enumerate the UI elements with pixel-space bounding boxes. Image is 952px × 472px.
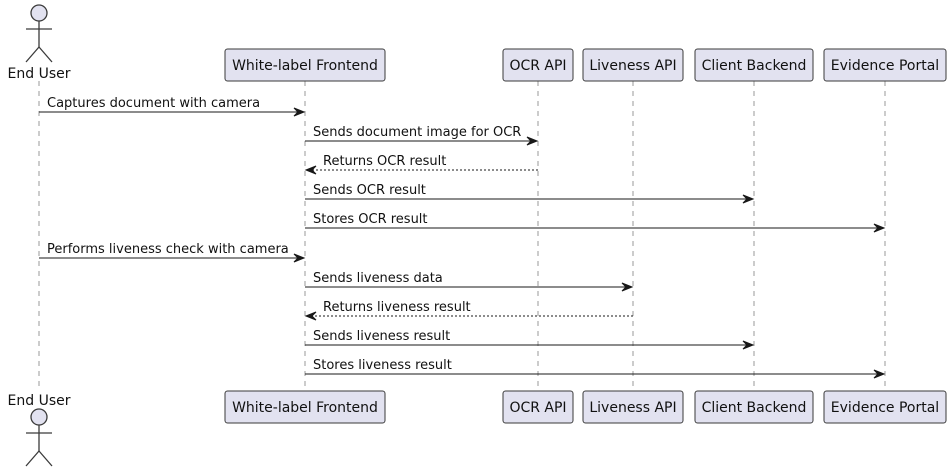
participant-box-white-label-frontend-top: White-label Frontend: [224, 48, 386, 82]
message-4: Sends OCR result: [305, 183, 755, 204]
message-8: Returns liveness result: [304, 300, 633, 321]
actor-leg-right: [38, 450, 53, 467]
participant-box-bg: [694, 390, 814, 424]
participant-label: OCR API: [509, 58, 566, 74]
actor-leg-left: [25, 46, 40, 63]
participant-box-bg: [224, 48, 386, 82]
participant-box-evidence-portal-top: Evidence Portal: [823, 48, 947, 82]
participant-box-bg: [502, 390, 574, 424]
message-5: Stores OCR result: [305, 212, 886, 233]
actor-icon-top: [25, 4, 53, 63]
arrow-head: [873, 369, 886, 379]
participant-label: OCR API: [509, 400, 566, 416]
actor-label-top: End User: [8, 66, 71, 82]
participant-box-white-label-frontend-bottom: White-label Frontend: [224, 390, 386, 424]
participant-box-liveness-api-top: Liveness API: [582, 48, 684, 82]
message-label: Returns OCR result: [323, 154, 446, 169]
arrow-head: [873, 223, 886, 233]
participant-box-bg: [823, 390, 947, 424]
participant-box-bg: [582, 48, 684, 82]
participant-label: White-label Frontend: [232, 58, 378, 74]
arrow-head: [526, 136, 539, 146]
message-label: Captures document with camera: [47, 96, 260, 111]
arrow-head: [621, 282, 634, 292]
actor-icon-bottom: [25, 408, 53, 467]
arrow-head: [293, 253, 306, 263]
message-9: Sends liveness result: [305, 329, 755, 350]
participant-label: White-label Frontend: [232, 400, 378, 416]
arrow-head: [293, 107, 306, 117]
participant-box-bg: [694, 48, 814, 82]
participant-box-bg: [582, 390, 684, 424]
participant-box-client-backend-bottom: Client Backend: [694, 390, 814, 424]
message-label: Stores OCR result: [313, 212, 428, 227]
message-label: Returns liveness result: [323, 300, 471, 315]
participant-label: Liveness API: [589, 400, 676, 416]
arrow-head: [304, 311, 317, 321]
participant-label: Client Backend: [702, 58, 807, 74]
arrow-head: [304, 165, 317, 175]
participant-box-ocr-api-top: OCR API: [502, 48, 574, 82]
message-label: Sends liveness result: [313, 329, 450, 344]
actor-head: [30, 4, 48, 22]
participant-box-liveness-api-bottom: Liveness API: [582, 390, 684, 424]
message-3: Returns OCR result: [304, 154, 538, 175]
message-7: Sends liveness data: [305, 271, 634, 292]
message-10: Stores liveness result: [305, 358, 886, 379]
participant-label: Client Backend: [702, 400, 807, 416]
participant-box-bg: [502, 48, 574, 82]
actor-leg-left: [25, 450, 40, 467]
participant-label: Evidence Portal: [831, 400, 939, 416]
arrow-head: [742, 340, 755, 350]
participant-label: Evidence Portal: [831, 58, 939, 74]
actor-label-bottom: End User: [8, 393, 71, 409]
participant-box-client-backend-top: Client Backend: [694, 48, 814, 82]
message-label: Stores liveness result: [313, 358, 452, 373]
participant-box-ocr-api-bottom: OCR API: [502, 390, 574, 424]
participant-box-evidence-portal-bottom: Evidence Portal: [823, 390, 947, 424]
participant-box-bg: [224, 390, 386, 424]
participant-label: Liveness API: [589, 58, 676, 74]
message-1: Captures document with camera: [39, 96, 306, 117]
message-6: Performs liveness check with camera: [39, 242, 306, 263]
actor-head: [30, 408, 48, 426]
message-label: Sends liveness data: [313, 271, 443, 286]
message-label: Sends document image for OCR: [313, 125, 521, 140]
actor-leg-right: [38, 46, 53, 63]
arrow-head: [742, 194, 755, 204]
message-2: Sends document image for OCR: [305, 125, 539, 146]
message-label: Performs liveness check with camera: [47, 242, 289, 257]
participant-box-bg: [823, 48, 947, 82]
message-label: Sends OCR result: [313, 183, 426, 198]
